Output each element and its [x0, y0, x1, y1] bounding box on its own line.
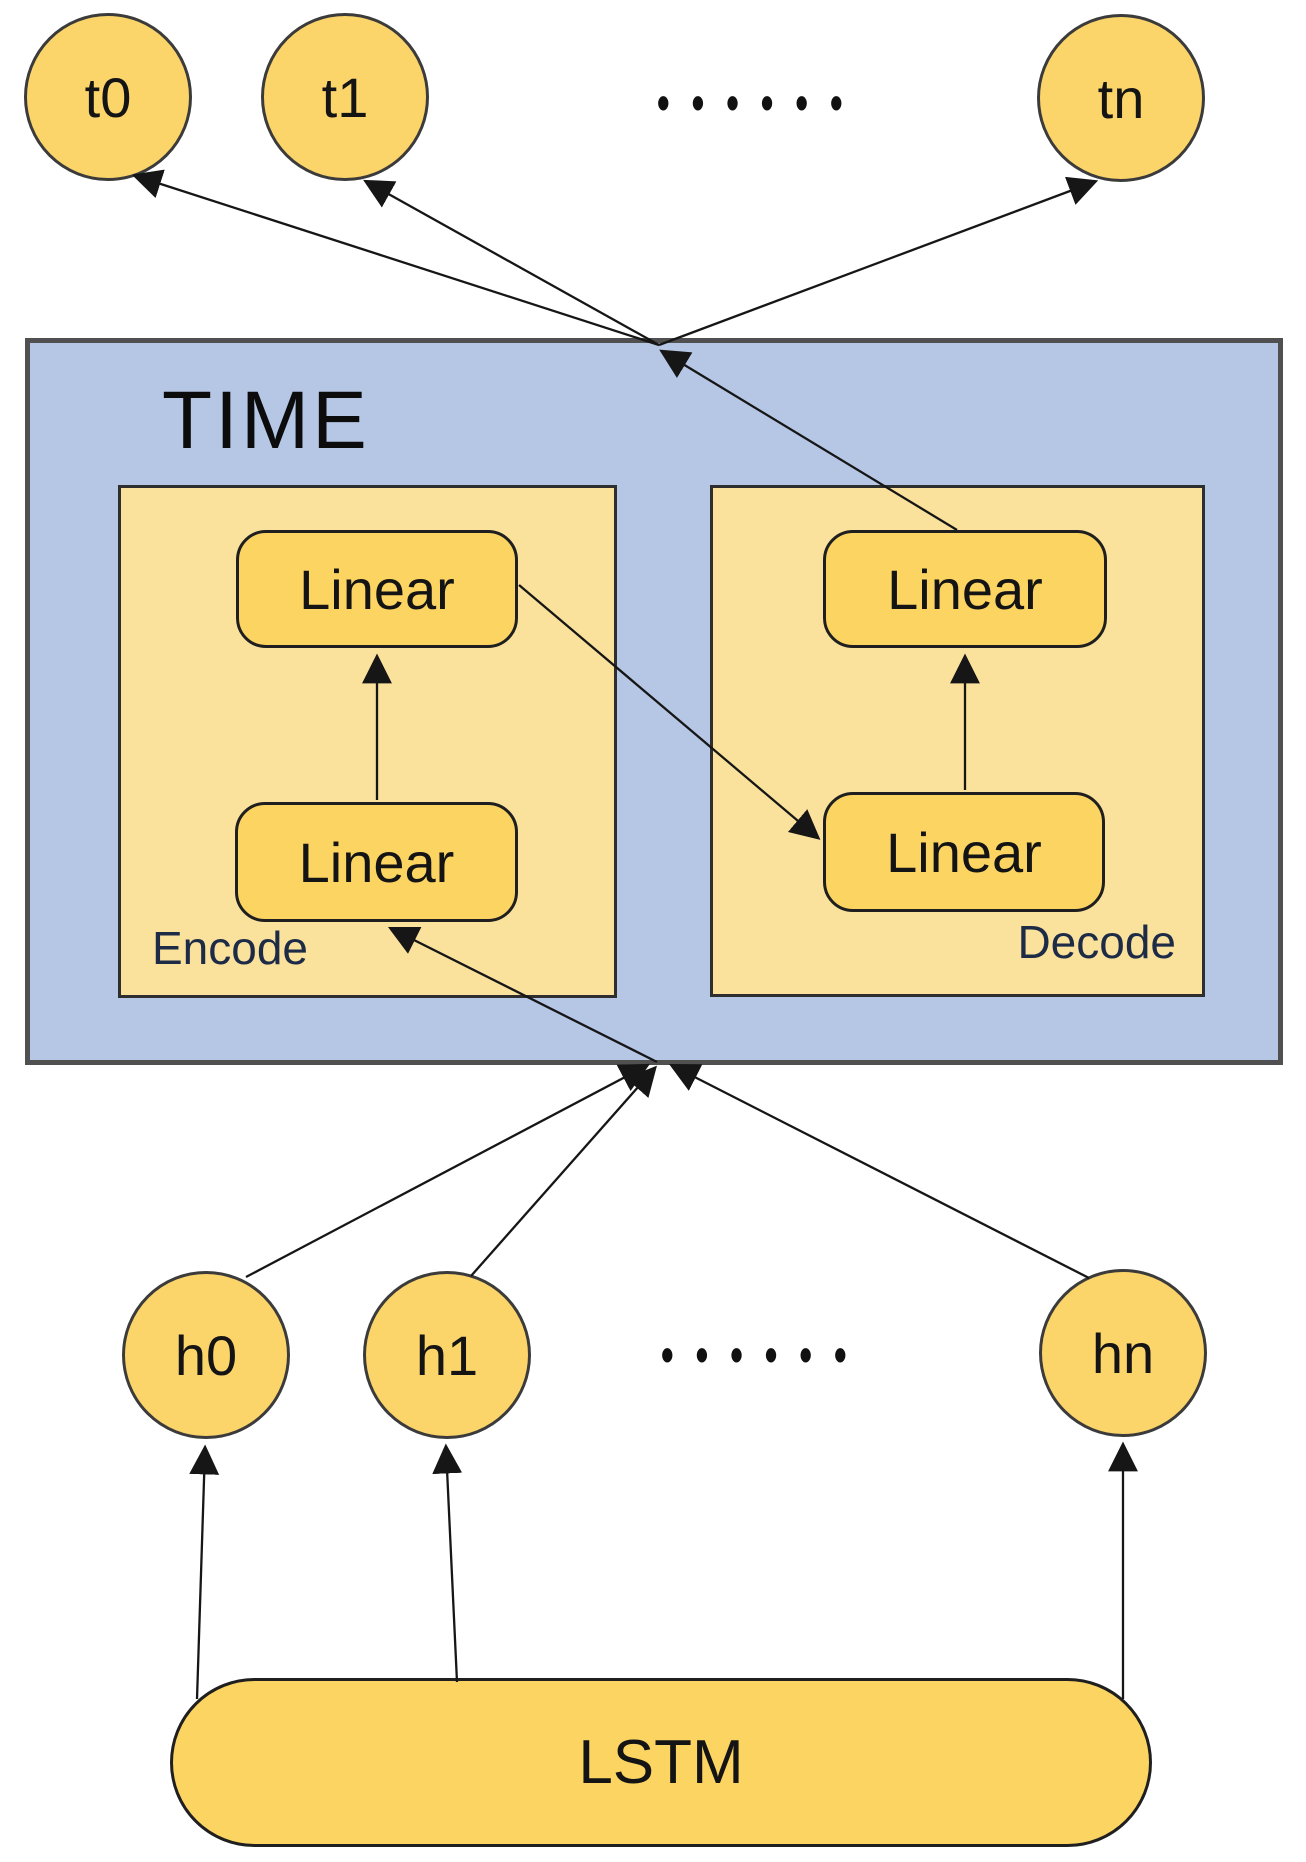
node-hn: hn: [1039, 1269, 1207, 1437]
node-tn: tn: [1037, 14, 1205, 182]
arrow-h1-to-time: [470, 1065, 657, 1277]
arrow-time-to-t0: [131, 169, 660, 347]
outputs-ellipsis: ••••••: [657, 73, 865, 131]
arrow-time-to-tn: [658, 176, 1099, 347]
decode-label: Decode: [1017, 916, 1176, 968]
node-h1: h1: [363, 1271, 531, 1439]
arrow-lstm-to-h0: [189, 1444, 220, 1700]
node-h0: h0: [122, 1271, 290, 1439]
arrow-lstm-to-h1: [432, 1443, 463, 1683]
decode-linear-top: Linear: [823, 530, 1107, 648]
arrow-hn-to-time: [669, 1063, 1090, 1280]
node-t1: t1: [261, 13, 429, 181]
node-t0: t0: [24, 13, 192, 181]
encode-linear-top: Linear: [236, 530, 518, 648]
lstm-block: LSTM: [170, 1678, 1152, 1847]
arrow-h0-to-time: [245, 1063, 650, 1279]
decode-linear-bottom: Linear: [823, 792, 1105, 912]
hidden-ellipsis: ••••••: [661, 1325, 869, 1383]
arrow-time-to-t1: [363, 179, 660, 347]
encode-label: Encode: [152, 922, 309, 974]
encode-linear-bottom: Linear: [235, 802, 518, 922]
time-panel-title: TIME: [162, 375, 370, 466]
